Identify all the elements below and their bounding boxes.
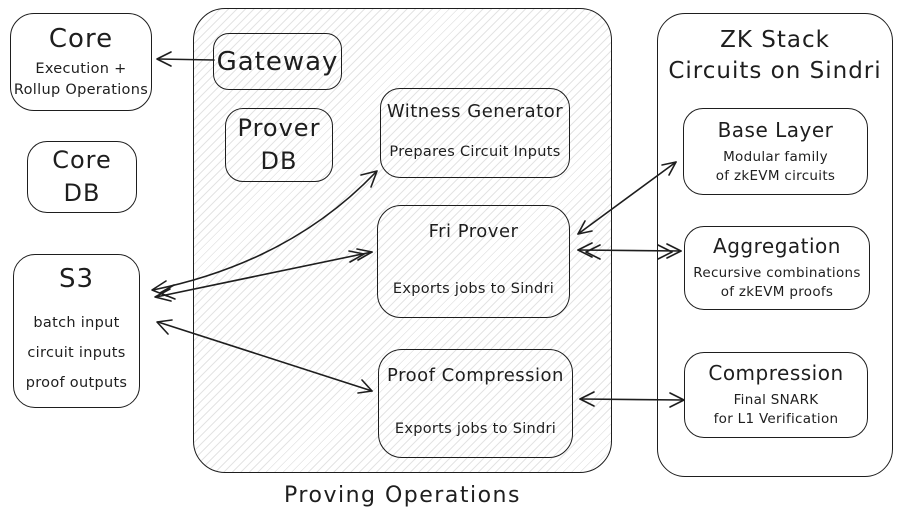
node-s3-item: circuit inputs <box>27 345 126 361</box>
node-proof-compression-title: Proof Compression <box>387 365 564 386</box>
node-proof-compression-subtitle: Exports jobs to Sindri <box>394 421 557 437</box>
node-s3-item: proof outputs <box>25 375 128 391</box>
node-core-db-line: DB <box>63 179 101 207</box>
node-witness-generator[interactable]: Witness Generator Prepares Circuit Input… <box>380 88 570 178</box>
node-proof-compression[interactable]: Proof Compression Exports jobs to Sindri <box>378 349 573 458</box>
node-aggregation-subtitle-line: Recursive combinations <box>693 265 861 281</box>
node-base-layer[interactable]: Base Layer Modular family of zkEVM circu… <box>683 108 868 195</box>
node-core-title: Core <box>48 23 114 54</box>
node-core-db-line: Core <box>52 146 112 174</box>
node-aggregation-subtitle-line: of zkEVM proofs <box>720 284 834 300</box>
zk-stack-heading-line: ZK Stack <box>720 27 830 53</box>
node-gateway-title: Gateway <box>216 46 339 77</box>
node-fri-prover[interactable]: Fri Prover Exports jobs to Sindri <box>377 205 570 318</box>
node-prover-db-line: Prover <box>237 114 321 142</box>
node-s3-item: batch input <box>33 315 120 331</box>
node-witness-generator-title: Witness Generator <box>386 101 564 122</box>
node-prover-db[interactable]: Prover DB <box>225 108 333 182</box>
proving-operations-caption: Proving Operations <box>284 483 521 508</box>
node-compression-subtitle-line: Final SNARK <box>733 392 819 408</box>
node-prover-db-line: DB <box>260 147 298 175</box>
node-compression-title: Compression <box>708 361 844 385</box>
node-compression[interactable]: Compression Final SNARK for L1 Verificat… <box>684 352 868 438</box>
zk-stack-heading-line: Circuits on Sindri <box>668 58 882 84</box>
node-gateway[interactable]: Gateway <box>213 33 342 90</box>
node-base-layer-subtitle-line: Modular family <box>723 148 828 165</box>
node-fri-prover-title: Fri Prover <box>428 221 519 242</box>
node-base-layer-subtitle-line: of zkEVM circuits <box>715 167 836 184</box>
node-witness-generator-subtitle: Prepares Circuit Inputs <box>389 144 561 160</box>
node-core-db[interactable]: Core DB <box>27 141 137 213</box>
node-core[interactable]: Core Execution + Rollup Operations <box>10 13 152 111</box>
node-s3[interactable]: S3 batch input circuit inputs proof outp… <box>13 254 140 408</box>
node-compression-subtitle-line: for L1 Verification <box>713 411 839 427</box>
node-core-subtitle-line: Execution + <box>35 60 127 77</box>
node-s3-title: S3 <box>58 264 95 294</box>
node-aggregation[interactable]: Aggregation Recursive combinations of zk… <box>684 226 870 310</box>
node-core-subtitle-line: Rollup Operations <box>13 81 149 98</box>
node-base-layer-title: Base Layer <box>717 117 834 142</box>
node-aggregation-title: Aggregation <box>713 234 841 258</box>
panel-proving-operations[interactable] <box>193 8 612 473</box>
node-fri-prover-subtitle: Exports jobs to Sindri <box>392 281 555 297</box>
zk-stack-heading: ZK Stack Circuits on Sindri <box>657 25 893 87</box>
